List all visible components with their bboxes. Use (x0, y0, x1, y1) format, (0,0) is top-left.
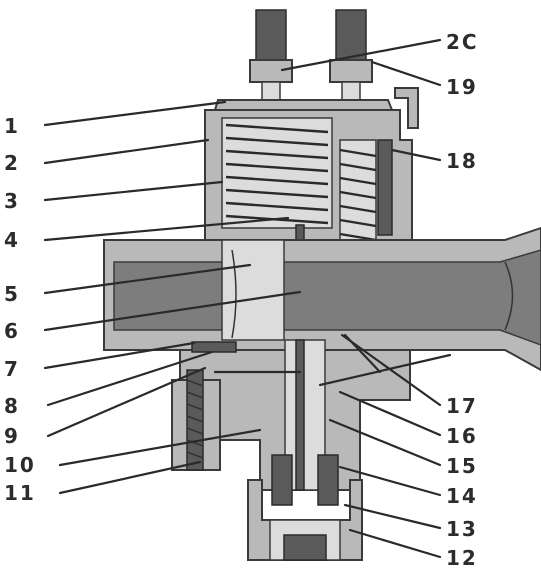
part-label-19: 19 (446, 75, 478, 99)
part-label-7: 7 (4, 357, 20, 381)
part-label-16: 16 (446, 424, 478, 448)
part-label-11: 11 (4, 481, 36, 505)
part-label-8: 8 (4, 394, 20, 418)
part-label-12: 12 (446, 546, 478, 569)
part-labels: 1 2 3 4 5 6 7 8 9 10 11 2C 19 18 17 16 1… (4, 30, 479, 569)
part-label-9: 9 (4, 424, 20, 448)
part-label-4: 4 (4, 228, 20, 252)
leader-lines (43, 38, 442, 559)
lower-body (171, 333, 452, 491)
part-label-13: 13 (446, 517, 478, 541)
part-label-14: 14 (446, 484, 478, 508)
part-label-20: 2C (446, 30, 479, 54)
jet-holder (247, 454, 363, 561)
venturi-bore (103, 226, 541, 372)
part-label-17: 17 (446, 394, 478, 418)
cable-adjusters (249, 9, 373, 103)
part-label-18: 18 (446, 149, 478, 173)
part-label-2: 2 (4, 151, 20, 175)
part-label-6: 6 (4, 319, 20, 343)
part-label-5: 5 (4, 282, 20, 306)
part-label-15: 15 (446, 454, 478, 478)
part-label-3: 3 (4, 189, 20, 213)
part-label-10: 10 (4, 453, 36, 477)
part-label-1: 1 (4, 114, 20, 138)
